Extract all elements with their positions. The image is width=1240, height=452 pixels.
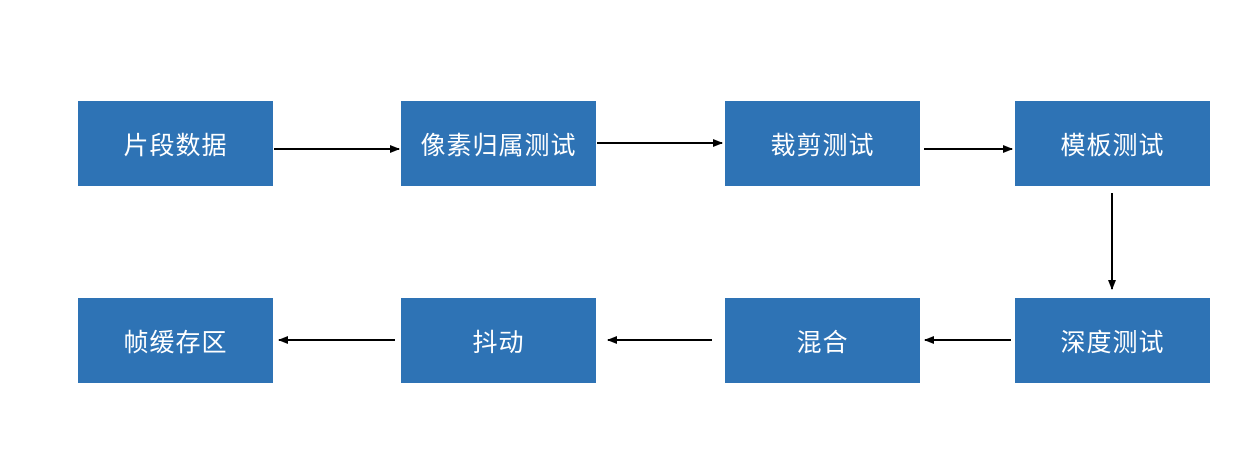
node-pixel-ownership-test: 像素归属测试 bbox=[401, 101, 596, 186]
node-scissor-test: 裁剪测试 bbox=[725, 101, 920, 186]
node-depth-test: 深度测试 bbox=[1015, 298, 1210, 383]
node-blending: 混合 bbox=[725, 298, 920, 383]
node-framebuffer: 帧缓存区 bbox=[78, 298, 273, 383]
node-dithering: 抖动 bbox=[401, 298, 596, 383]
node-fragment-data: 片段数据 bbox=[78, 101, 273, 186]
node-stencil-test: 模板测试 bbox=[1015, 101, 1210, 186]
